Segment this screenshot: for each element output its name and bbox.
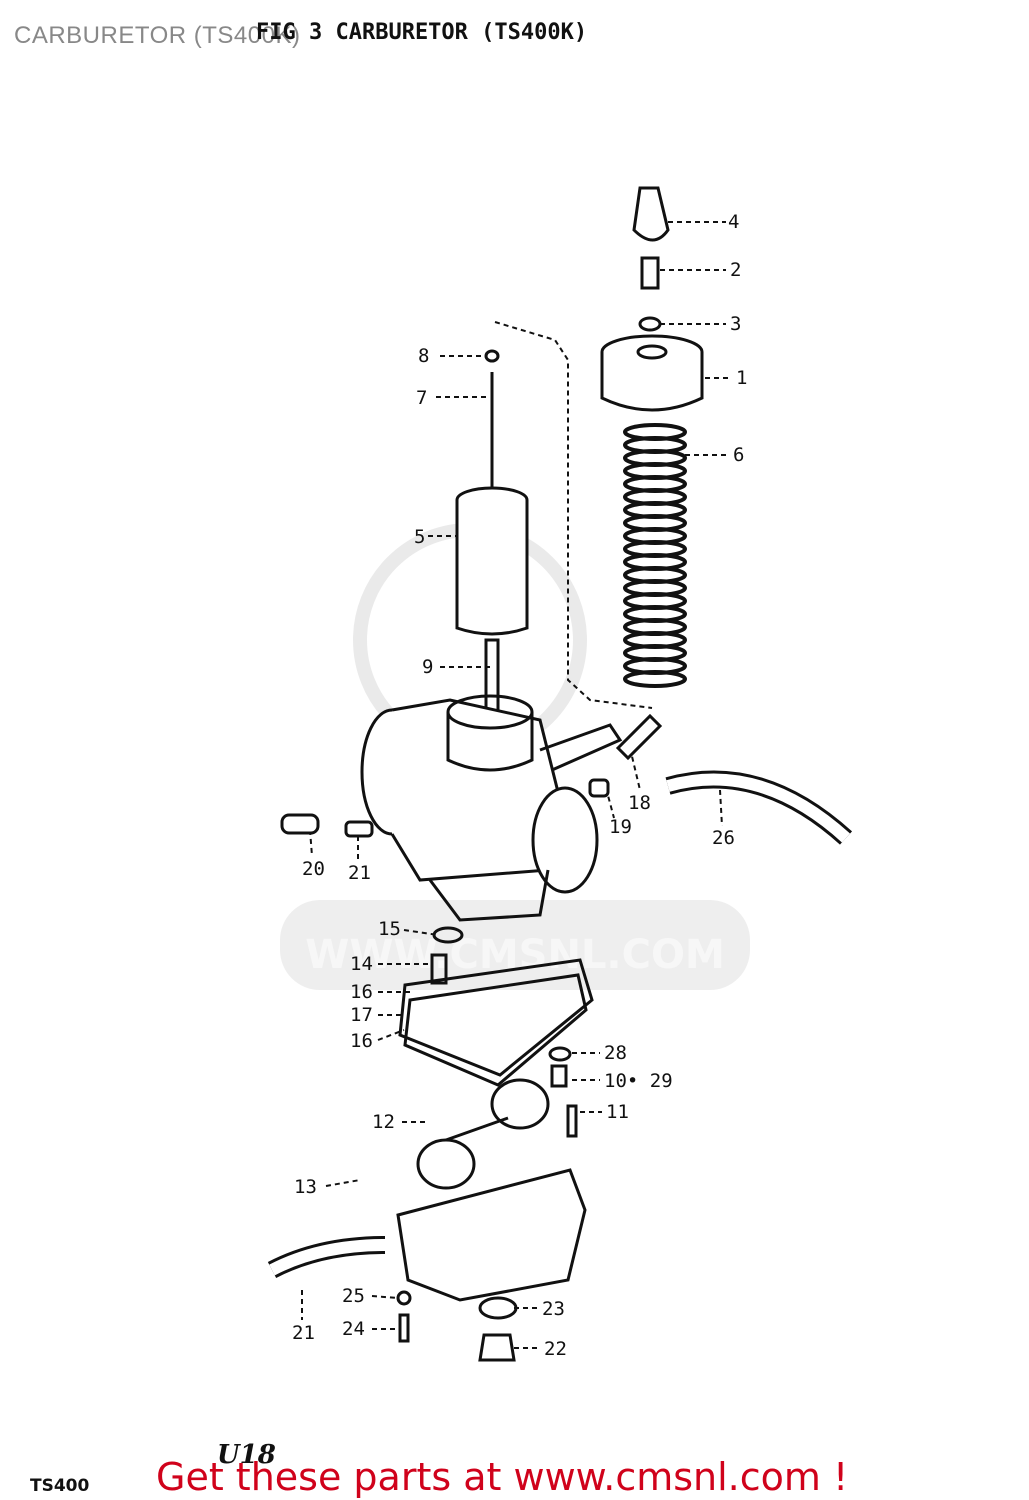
- leader-lines: [301, 221, 732, 1349]
- callout-15: 15: [378, 918, 401, 940]
- callout-10-29: 10• 29: [604, 1070, 673, 1092]
- callout-16-lower: 16: [350, 1030, 373, 1052]
- callout-6: 6: [733, 444, 745, 466]
- callout-7: 7: [416, 387, 428, 409]
- washer-part: [432, 926, 464, 944]
- callout-3: 3: [730, 313, 742, 335]
- callout-21-lower: 21: [292, 1322, 315, 1344]
- callout-13: 13: [294, 1176, 317, 1198]
- air-screw-part: [615, 713, 663, 761]
- drain-plug-part: [478, 1333, 516, 1362]
- needle-valve-part: [430, 953, 448, 985]
- cable-adjuster-part: [640, 256, 660, 290]
- callout-21-upper: 21: [348, 862, 371, 884]
- callout-12: 12: [372, 1111, 395, 1133]
- callout-1: 1: [736, 367, 748, 389]
- needle-clip-part: [484, 349, 500, 363]
- callout-8: 8: [418, 345, 430, 367]
- callout-20: 20: [302, 858, 325, 880]
- callout-9: 9: [422, 656, 434, 678]
- float-bowl-part: [396, 1168, 587, 1302]
- throttle-spring-part: [623, 423, 687, 688]
- page-title-overlay: CARBURETOR (TS400K): [14, 22, 301, 49]
- main-jet-part: [550, 1064, 568, 1088]
- callout-4: 4: [728, 211, 740, 233]
- callout-17: 17: [350, 1004, 373, 1026]
- callout-2: 2: [730, 259, 742, 281]
- spring-coil: [623, 670, 687, 688]
- callout-16-upper: 16: [350, 981, 373, 1003]
- drain-plug-o-ring-part: [478, 1296, 518, 1320]
- page-code: U18: [217, 1440, 276, 1470]
- callout-22: 22: [544, 1338, 567, 1360]
- carburetor-body-part: [360, 694, 623, 922]
- callout-28: 28: [604, 1042, 627, 1064]
- figure-title: FIG 3 CARBURETOR (TS400K): [256, 20, 588, 45]
- callout-23: 23: [542, 1298, 565, 1320]
- parts-store-link[interactable]: Get these parts at www.cmsnl.com !: [156, 1455, 849, 1499]
- callout-18: 18: [628, 792, 651, 814]
- lock-nut-part: [638, 316, 662, 332]
- pilot-screw-part: [280, 813, 320, 835]
- model-label: TS400: [30, 1476, 90, 1496]
- callout-14: 14: [350, 953, 373, 975]
- callout-19: 19: [609, 816, 632, 838]
- callout-26: 26: [712, 827, 735, 849]
- float-part: [416, 1078, 550, 1190]
- float-pin-part: [566, 1104, 578, 1138]
- o-ring-part: [548, 1046, 572, 1062]
- spring-part-19: [588, 778, 610, 798]
- callout-24: 24: [342, 1318, 365, 1340]
- callout-5: 5: [414, 526, 426, 548]
- spring-part-24: [398, 1313, 410, 1343]
- float-chamber-gasket-part: [398, 958, 594, 1077]
- spring-part-21: [344, 820, 374, 838]
- parts-drawing: [267, 186, 853, 1362]
- callout-11: 11: [606, 1101, 629, 1123]
- screw-part-25: [396, 1290, 412, 1306]
- callout-25: 25: [342, 1285, 365, 1307]
- rubber-cap-part: [632, 186, 670, 242]
